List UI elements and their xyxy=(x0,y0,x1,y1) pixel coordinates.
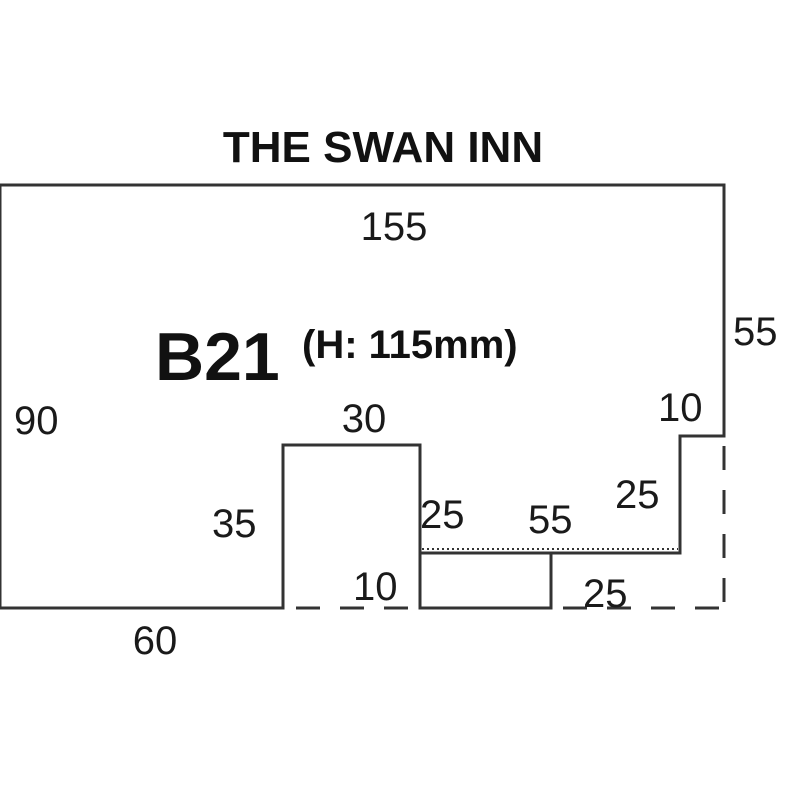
dim-bottom-left: 60 xyxy=(133,619,178,663)
dim-mid-top: 55 xyxy=(528,498,573,542)
dim-notch-right: 25 xyxy=(420,493,465,537)
step-rectangle xyxy=(418,553,553,610)
dim-notch-left: 35 xyxy=(212,502,257,546)
diagram-title: THE SWAN INN xyxy=(223,123,543,172)
dim-top: 155 xyxy=(361,205,428,249)
dim-bottom-right: 25 xyxy=(583,572,628,616)
dim-left: 90 xyxy=(14,399,59,443)
dim-right-step: 10 xyxy=(658,386,703,430)
unit-code: B21 xyxy=(155,319,280,395)
dim-step-left: 10 xyxy=(353,565,398,609)
height-spec: (H: 115mm) xyxy=(302,323,518,367)
dim-right: 55 xyxy=(733,310,778,354)
dim-notch-top: 30 xyxy=(342,397,387,441)
dim-right-step-height: 25 xyxy=(615,473,660,517)
